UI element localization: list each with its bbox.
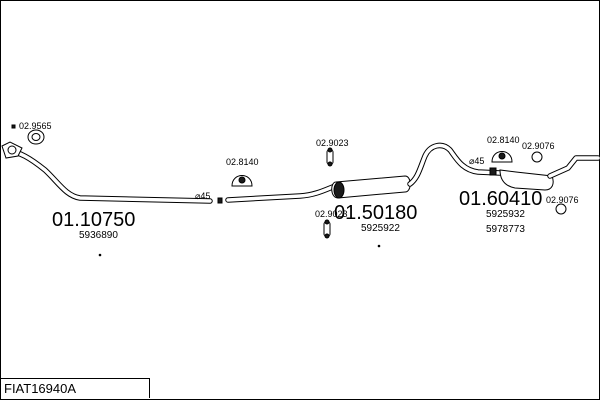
- front-pipe-drawing: [1, 141, 213, 204]
- hanger-icon: [326, 147, 334, 167]
- clamp-icon: [217, 197, 223, 204]
- rubber-mount-icon: [231, 175, 253, 187]
- gasket-icon: [27, 129, 45, 145]
- rubber-mount-icon: [491, 151, 513, 163]
- label-hanger-bottom: 02.9023: [315, 209, 348, 219]
- clamp-icon: [489, 167, 497, 176]
- part-number-rear-silencer: 01.60410: [459, 188, 542, 210]
- hanger-icon: [323, 219, 331, 239]
- ring-icon: [531, 151, 543, 163]
- label-ring-top: 02.9076: [522, 141, 555, 151]
- ring-icon: [555, 203, 567, 215]
- part-number-middle-silencer: 01.50180: [334, 202, 417, 224]
- dot-mark: [98, 253, 102, 257]
- clamp-mark: [11, 124, 16, 129]
- ref-rear-silencer-1: 5925932: [486, 209, 525, 220]
- drawing-title: FIAT16940A: [0, 378, 150, 398]
- label-diameter-2: ⌀45: [469, 156, 484, 166]
- ref-front-pipe: 5936890: [79, 230, 118, 241]
- label-diameter-1: ⌀45: [195, 191, 210, 201]
- label-rubber-mount-2: 02.8140: [487, 135, 520, 145]
- ref-middle-silencer: 5925922: [361, 223, 400, 234]
- ref-rear-silencer-2: 5978773: [486, 224, 525, 235]
- rear-silencer-drawing: [489, 155, 600, 191]
- label-hanger-top: 02.9023: [316, 138, 349, 148]
- label-rubber-mount-1: 02.8140: [226, 157, 259, 167]
- label-ring-bottom: 02.9076: [546, 195, 579, 205]
- part-number-front-pipe: 01.10750: [52, 209, 135, 231]
- dot-mark: [377, 244, 381, 248]
- label-gasket: 02.9565: [19, 121, 52, 131]
- middle-silencer-drawing: [225, 142, 503, 203]
